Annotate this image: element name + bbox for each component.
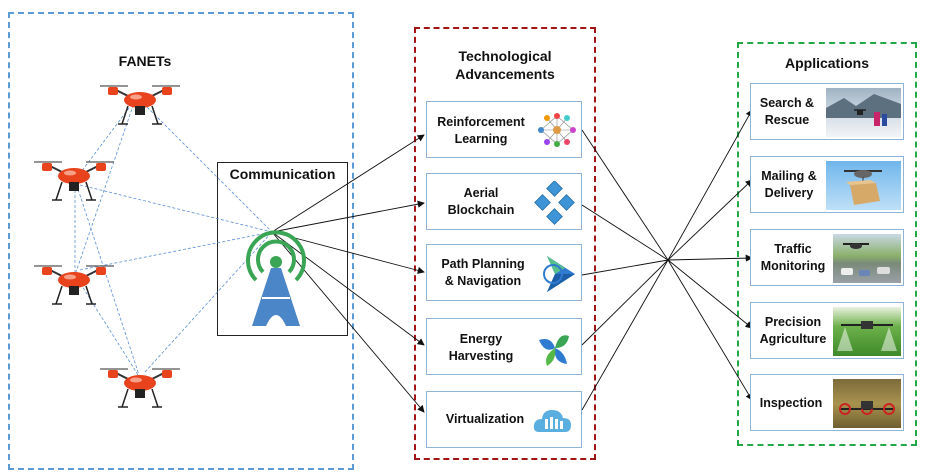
app-item-label: Precision Agriculture [759,315,827,346]
agriculture-image [833,307,901,356]
app-item-mailing-delivery: Mailing & Delivery [750,156,904,213]
app-item-label: Inspection [759,396,823,410]
tech-item-label: Virtualization [445,412,525,426]
traffic-image [833,234,901,283]
app-item-inspection: Inspection [750,374,904,431]
tech-item-energy-harvesting: Energy Harvesting [426,318,582,375]
app-item-label: Mailing & Delivery [761,169,817,200]
apps-title: Applications [784,55,869,71]
app-item-label: Search & Rescue [759,96,815,127]
apps-panel [737,42,917,446]
tech-title: Technological Advancements [455,48,555,82]
tech-item-aerial-blockchain: Aerial Blockchain [426,173,582,230]
app-item-precision-agriculture: Precision Agriculture [750,302,904,359]
tech-item-label: Aerial Blockchain [447,186,515,217]
energy-icon [539,335,569,366]
inspection-image [833,379,901,428]
fanets-title: FANETs [118,53,172,69]
tech-item-path-planning: Path Planning & Navigation [426,244,582,301]
tech-item-label: Path Planning & Navigation [441,257,525,288]
tech-item-label: Reinforcement Learning [437,115,525,146]
blockchain-icon [534,181,575,225]
tech-panel [414,27,596,460]
app-item-label: Traffic Monitoring [760,242,826,273]
neural-network-icon [538,113,576,147]
navigation-icon [543,256,575,292]
cloud-icon [533,410,571,432]
delivery-drone-image [826,161,901,210]
tech-item-label: Energy Harvesting [448,332,514,363]
communication-label: Communication [229,166,336,182]
search-rescue-image [826,88,901,137]
fanets-panel [8,12,354,470]
tech-item-virtualization: Virtualization [426,391,582,448]
app-item-traffic-monitoring: Traffic Monitoring [750,229,904,286]
app-item-search-rescue: Search & Rescue [750,83,904,140]
tech-item-reinforcement-learning: Reinforcement Learning [426,101,582,158]
